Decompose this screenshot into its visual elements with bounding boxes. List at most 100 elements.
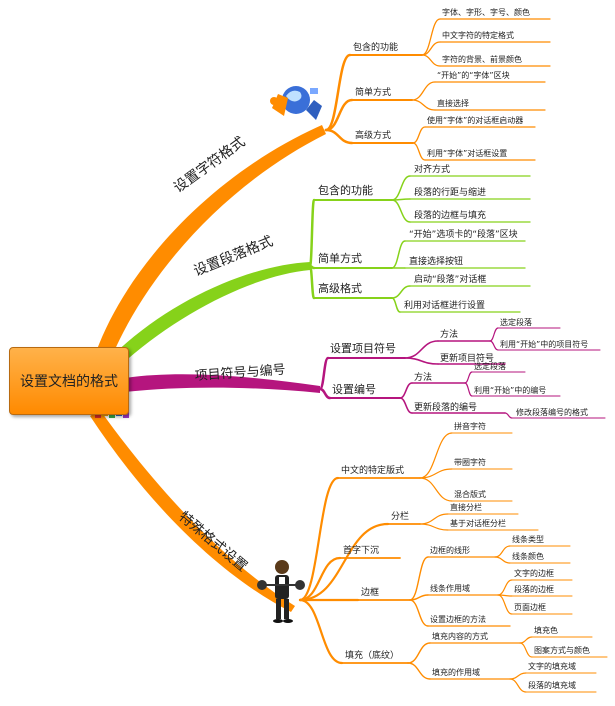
- main-branch-connector: [125, 374, 320, 393]
- connector: [391, 297, 401, 313]
- leaf-label[interactable]: 混合版式: [454, 489, 486, 499]
- leaf-label[interactable]: 段落的填充域: [528, 680, 576, 690]
- subtopic-label[interactable]: 简单方式: [318, 251, 362, 265]
- subtopic-label[interactable]: 方法: [440, 328, 458, 340]
- connector: [419, 432, 453, 479]
- connector: [298, 598, 344, 665]
- connector: [298, 522, 390, 602]
- connector: [298, 476, 340, 602]
- connector: [497, 579, 513, 596]
- leaf-label[interactable]: 修改段落编号的格式: [516, 407, 588, 417]
- root-topic[interactable]: 设置文档的格式: [9, 347, 129, 415]
- leaf-label[interactable]: 选定段落: [500, 317, 532, 327]
- leaf-label[interactable]: 对齐方式: [414, 163, 450, 175]
- leaf-label[interactable]: 直接选择按钮: [409, 255, 463, 267]
- connector: [409, 599, 429, 627]
- subtopic-label[interactable]: 更新项目符号: [440, 352, 494, 364]
- subtopic-label[interactable]: 中文的特定版式: [341, 464, 404, 476]
- subtopic-label[interactable]: 填充（底纹）: [345, 649, 399, 661]
- subtopic-label[interactable]: 包含的功能: [353, 41, 398, 53]
- leaf-label[interactable]: 页面边框: [514, 602, 546, 612]
- subtopic-label[interactable]: 分栏: [391, 510, 409, 522]
- connector: [419, 523, 449, 531]
- leaf-label[interactable]: 直接选择: [437, 98, 469, 108]
- main-branch-connector: [90, 410, 295, 612]
- leaf-label[interactable]: 图案方式与颜色: [534, 645, 590, 655]
- connector: [519, 636, 533, 644]
- connector: [324, 128, 354, 145]
- connector: [308, 198, 316, 268]
- connector: [318, 356, 330, 391]
- weightlifter-illustration: [257, 560, 305, 623]
- leaf-label[interactable]: 利用对话框进行设置: [404, 299, 485, 311]
- connector: [399, 397, 413, 414]
- subtopic-label[interactable]: 包含的功能: [318, 183, 373, 197]
- leaf-label[interactable]: 选定段落: [474, 361, 506, 371]
- subtopic-label[interactable]: 边框: [361, 586, 379, 598]
- leaf-label[interactable]: 段落的行距与缩进: [414, 186, 486, 198]
- connector: [407, 662, 431, 680]
- subtopic-label[interactable]: 设置编号: [332, 382, 376, 396]
- leaf-label[interactable]: “开始”的“字体”区块: [437, 70, 510, 80]
- connector: [411, 81, 436, 101]
- subtopic-label[interactable]: 边框的线形: [430, 545, 470, 555]
- connector: [509, 678, 527, 693]
- leaf-label[interactable]: 字体、字形、字号、颜色: [442, 7, 530, 17]
- leaf-label[interactable]: 中文字符的特定格式: [442, 30, 514, 40]
- leaf-label[interactable]: 带圈字符: [454, 457, 486, 467]
- branch-label[interactable]: 项目符号与编号: [194, 362, 286, 384]
- leaf-label[interactable]: 文字的边框: [514, 568, 554, 578]
- leaf-label[interactable]: 直接分栏: [450, 502, 482, 512]
- globe-people-illustration: [270, 86, 322, 120]
- subtopic-label[interactable]: 设置项目符号: [330, 342, 396, 355]
- connector: [489, 327, 499, 342]
- leaf-label[interactable]: 利用“开始”中的项目符号: [500, 339, 588, 349]
- leaf-label[interactable]: 拼音字符: [454, 421, 486, 431]
- connector: [411, 99, 436, 111]
- connector: [407, 642, 431, 664]
- leaf-label[interactable]: 利用“字体”对话框设置: [427, 148, 507, 158]
- connector: [412, 142, 426, 161]
- connector: [504, 412, 513, 419]
- subtopic-label[interactable]: 高级格式: [318, 281, 362, 295]
- subtopic-label[interactable]: 方法: [414, 371, 432, 383]
- connector: [391, 175, 411, 201]
- leaf-label[interactable]: 利用“开始”中的编号: [474, 385, 546, 395]
- connector: [409, 556, 429, 601]
- connector: [464, 382, 473, 397]
- connector: [421, 54, 441, 67]
- connector: [519, 642, 533, 658]
- leaf-label[interactable]: 启动“段落”对话框: [414, 273, 486, 285]
- subtopic-label[interactable]: 设置边框的方法: [430, 614, 486, 624]
- subtopic-label[interactable]: 填充的作用域: [432, 667, 480, 677]
- leaf-label[interactable]: 线条颜色: [512, 551, 544, 561]
- subtopic-label[interactable]: 首字下沉: [343, 544, 379, 556]
- connector: [391, 285, 411, 299]
- main-branch-connector: [96, 125, 326, 356]
- connector: [404, 340, 439, 359]
- subtopic-label[interactable]: 填充内容的方式: [432, 631, 488, 641]
- leaf-label[interactable]: 基于对话框分栏: [450, 518, 506, 528]
- leaf-label[interactable]: 段落的边框: [514, 584, 554, 594]
- branch-label[interactable]: 特殊格式设置: [175, 509, 250, 575]
- main-branch-connector: [112, 262, 310, 364]
- connector: [419, 477, 453, 502]
- connector: [318, 387, 332, 400]
- connector: [489, 340, 499, 351]
- leaf-label[interactable]: 段落的边框与填充: [414, 209, 486, 221]
- connector: [399, 382, 413, 399]
- leaf-label[interactable]: 填充色: [534, 625, 558, 635]
- leaf-label[interactable]: 使用“字体”的对话框启动器: [427, 115, 523, 125]
- leaf-label[interactable]: 线条类型: [512, 534, 544, 544]
- leaf-label[interactable]: 字符的背景、前景颜色: [442, 54, 522, 64]
- leaf-label[interactable]: 文字的填充域: [528, 661, 576, 671]
- connector: [494, 556, 511, 564]
- leaf-label[interactable]: “开始”选项卡的“段落”区块: [409, 228, 518, 240]
- subtopic-label[interactable]: 线条作用域: [430, 583, 470, 593]
- connector: [419, 513, 449, 525]
- subtopic-label[interactable]: 高级方式: [355, 129, 391, 141]
- subtopic-label[interactable]: 更新段落的编号: [414, 401, 477, 413]
- subtopic-label[interactable]: 简单方式: [355, 86, 391, 98]
- connector: [494, 545, 511, 558]
